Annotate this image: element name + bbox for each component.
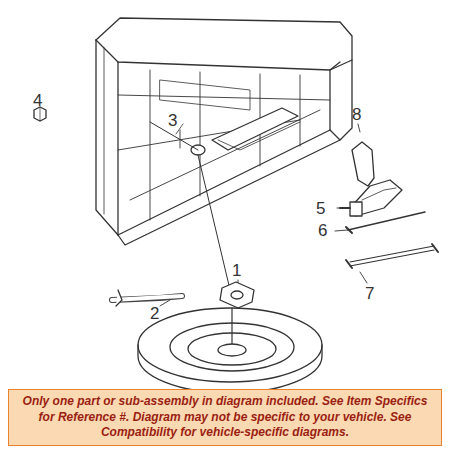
callout-number: 2 bbox=[150, 305, 159, 322]
extension-rod bbox=[112, 296, 182, 300]
retainer bbox=[220, 282, 254, 308]
jack-handle bbox=[348, 212, 425, 230]
jack-bracket bbox=[352, 142, 374, 186]
callout-number: 7 bbox=[365, 285, 374, 302]
spare-tire bbox=[138, 308, 322, 393]
notice-box: Only one part or sub-assembly in diagram… bbox=[8, 389, 442, 446]
callout-number: 8 bbox=[352, 106, 361, 123]
callout-number: 1 bbox=[232, 262, 241, 279]
nut bbox=[34, 107, 46, 121]
wrench bbox=[350, 246, 434, 266]
truck-frame bbox=[96, 18, 352, 245]
jack bbox=[340, 180, 402, 216]
callout-number: 5 bbox=[316, 200, 325, 217]
callout-number: 6 bbox=[318, 222, 327, 239]
callout-number: 3 bbox=[168, 112, 177, 129]
callout-number: 4 bbox=[33, 92, 42, 109]
notice-text: Only one part or sub-assembly in diagram… bbox=[17, 394, 433, 441]
